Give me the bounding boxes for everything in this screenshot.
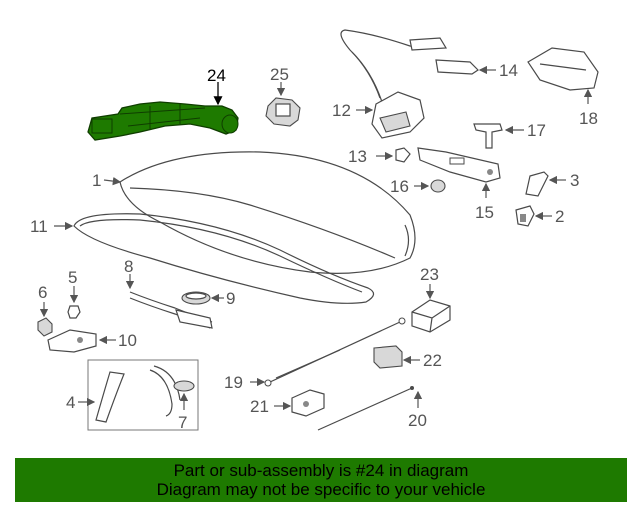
callout-4: 4 (66, 393, 75, 412)
callout-10: 10 (118, 331, 137, 350)
banner-line-1: Part or sub-assembly is #24 in diagram (173, 461, 469, 480)
callout-20: 20 (408, 411, 427, 430)
callout-1: 1 (92, 171, 101, 190)
sub-assembly-box (87, 359, 199, 431)
part-12-latch (371, 91, 425, 139)
part-13-bolt (395, 147, 411, 163)
part-11-weatherstrip (73, 213, 375, 304)
part-18-cover (527, 47, 599, 91)
callout-14: 14 (499, 61, 518, 80)
callout-2: 2 (555, 207, 564, 226)
part-24-highlighted (87, 101, 239, 141)
part-20-rod (317, 386, 414, 431)
callout-6: 6 (38, 283, 47, 302)
part-10-bracket (47, 329, 97, 353)
part-21-bracket (291, 389, 325, 417)
info-banner: Part or sub-assembly is #24 in diagram D… (15, 458, 627, 502)
callout-11: 11 (30, 217, 48, 236)
callout-22: 22 (423, 351, 442, 370)
part-22-switch (373, 345, 403, 369)
callout-21: 21 (250, 397, 269, 416)
part-19-strut (264, 317, 406, 387)
callout-5: 5 (68, 268, 77, 287)
callout-24: 24 (207, 66, 226, 85)
callout-8: 8 (124, 257, 133, 276)
part-15-bracket (417, 147, 501, 183)
part-23-module (411, 299, 451, 333)
callout-16: 16 (390, 177, 409, 196)
part-25 (265, 97, 301, 127)
parts-diagram: 24 25 1 11 8 9 6 5 (30, 29, 599, 432)
callout-17: 17 (527, 121, 546, 140)
part-2-socket (515, 205, 535, 227)
callout-12: 12 (332, 101, 351, 120)
part-4-hinge-assembly (95, 365, 181, 423)
callout-18: 18 (579, 109, 598, 128)
callout-25: 25 (270, 65, 289, 84)
callout-13: 13 (348, 147, 367, 166)
callout-15: 15 (475, 203, 494, 222)
banner-line-2: Diagram may not be specific to your vehi… (156, 480, 486, 499)
part-6-nut (37, 317, 53, 337)
leader-1 (103, 176, 122, 186)
part-release-cable (340, 29, 439, 103)
callout-23: 23 (420, 265, 439, 284)
callout-7: 7 (178, 413, 187, 432)
part-1-trunk-lid (119, 151, 416, 274)
part-8-hinge (129, 291, 213, 329)
part-14-actuator (409, 37, 479, 75)
part-5-bolt (67, 305, 81, 319)
part-17-handle (473, 123, 503, 149)
part-3-lamp (525, 171, 549, 197)
part-9-grommet (181, 291, 211, 305)
callout-9: 9 (226, 289, 235, 308)
callout-3: 3 (570, 171, 579, 190)
part-7-cap (173, 380, 195, 392)
part-16-switch (430, 179, 446, 193)
callout-19: 19 (224, 373, 243, 392)
